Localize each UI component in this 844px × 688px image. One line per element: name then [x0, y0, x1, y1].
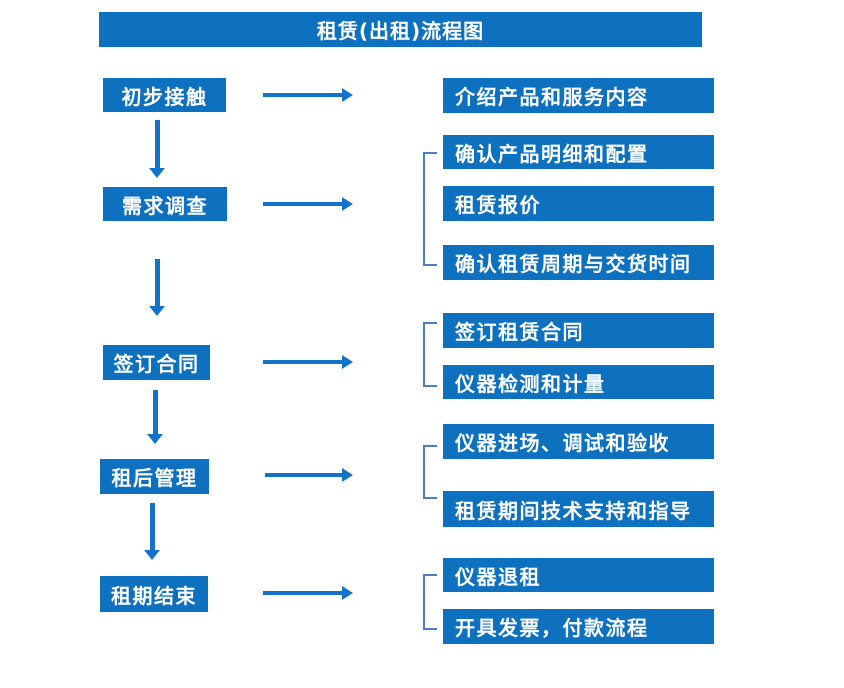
bracket-group-rental-end [423, 574, 437, 630]
output-node-confirm-period: 确认租赁周期与交货时间 [443, 245, 714, 280]
output-node-tech-support: 租赁期间技术支持和指导 [443, 491, 714, 527]
output-node-sign-rental-contract: 签订租赁合同 [443, 313, 714, 348]
stage-node-rental-end: 租期结束 [100, 576, 208, 612]
stage-node-demand-survey: 需求调查 [103, 187, 227, 221]
bracket-group-sign-contract [423, 322, 437, 387]
flowchart-title: 租赁(出租)流程图 [99, 12, 702, 47]
output-node-instrument-return: 仪器退租 [443, 558, 714, 592]
bracket-group-demand-survey [423, 152, 437, 266]
output-node-intro-products: 介绍产品和服务内容 [443, 78, 714, 113]
output-node-instrument-testing: 仪器检测和计量 [443, 365, 714, 399]
stage-node-initial-contact: 初步接触 [103, 78, 226, 112]
output-node-instrument-setup: 仪器进场、调试和验收 [443, 424, 714, 459]
output-node-invoice-payment: 开具发票，付款流程 [443, 609, 714, 644]
stage-node-post-rental-mgmt: 租后管理 [100, 459, 209, 494]
stage-node-sign-contract: 签订合同 [103, 345, 210, 380]
bracket-group-post-rental-mgmt [423, 445, 437, 499]
output-node-rental-quote: 租赁报价 [443, 186, 714, 221]
output-node-confirm-details: 确认产品明细和配置 [443, 135, 714, 169]
